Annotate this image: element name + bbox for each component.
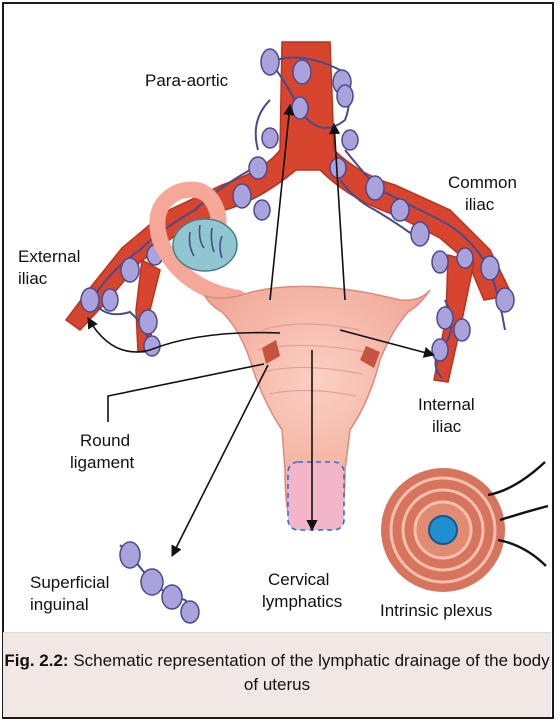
lymph-node	[141, 569, 163, 595]
lymph-node	[391, 199, 409, 221]
arrow-to-para-aortic-right	[334, 124, 345, 300]
lymph-node	[233, 184, 251, 208]
lymph-node	[454, 319, 470, 341]
caption-text: Schematic representation of the lymphati…	[73, 651, 549, 694]
lymph-node	[292, 97, 308, 119]
lymph-node	[337, 85, 353, 107]
lymph-node	[162, 585, 182, 609]
label-common-iliac-line1: Common	[448, 173, 517, 192]
figure-caption: Fig. 2.2: Schematic representation of th…	[3, 649, 551, 697]
caption-label: Fig. 2.2:	[4, 651, 68, 670]
lymph-node	[139, 310, 157, 334]
arrow-to-superficial-inguinal	[172, 365, 268, 556]
intrinsic-plexus-illustration	[381, 462, 548, 592]
caption-box: Fig. 2.2: Schematic representation of th…	[3, 632, 551, 717]
label-cervical-lymphatics-line1: Cervical	[268, 570, 329, 589]
lymph-node	[254, 200, 270, 220]
lymph-node	[411, 222, 429, 246]
label-internal-iliac-line1: Internal	[418, 395, 475, 414]
label-para-aortic: Para-aortic	[145, 71, 229, 90]
lymph-node	[262, 128, 278, 148]
label-superficial-inguinal-line2: inguinal	[30, 595, 89, 614]
superficial-inguinal-nodes	[120, 542, 199, 623]
label-cervical-lymphatics-line2: lymphatics	[262, 592, 342, 611]
lymph-node	[81, 288, 99, 312]
lymph-node	[102, 289, 118, 311]
lymph-node	[342, 130, 358, 150]
lymph-node	[457, 248, 473, 268]
round-ligament-pointer	[108, 364, 264, 422]
label-superficial-inguinal-line1: Superficial	[30, 573, 109, 592]
lymph-node	[437, 307, 453, 329]
label-external-iliac-line1: External	[18, 247, 80, 266]
label-intrinsic-plexus: Intrinsic plexus	[380, 601, 492, 620]
label-external-iliac-line2: iliac	[18, 269, 48, 288]
label-common-iliac-line2: iliac	[465, 195, 495, 214]
lymph-node	[181, 601, 199, 623]
lymph-node	[432, 339, 448, 361]
lymph-node	[330, 158, 346, 178]
lymph-node	[144, 336, 160, 356]
lymph-node	[293, 60, 311, 84]
plexus-core	[429, 516, 457, 544]
lymph-node	[432, 251, 448, 273]
lymph-node	[496, 288, 514, 312]
ovary	[173, 219, 237, 271]
lymph-node	[121, 258, 139, 282]
lymph-node	[261, 49, 279, 75]
lymph-node	[366, 176, 384, 200]
label-internal-iliac-line2: iliac	[432, 417, 462, 436]
label-round-ligament-line2: ligament	[70, 453, 135, 472]
lymph-node	[120, 542, 140, 568]
label-round-ligament-line1: Round	[80, 431, 130, 450]
lymph-node	[249, 157, 267, 179]
lymph-node	[481, 256, 499, 280]
cervical-canal	[288, 462, 344, 530]
